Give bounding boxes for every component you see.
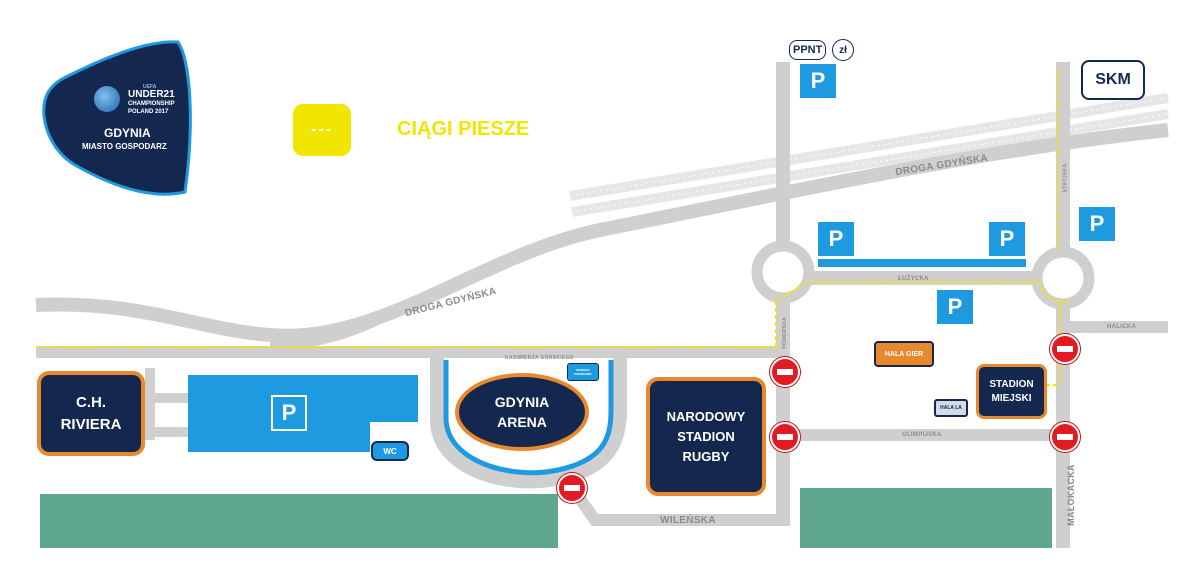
riviera-line-2: RIVIERA xyxy=(60,415,122,433)
venue-narodowy-stadion-rugby: NARODOWY STADION RUGBY xyxy=(646,377,766,496)
legend-pedestrian-label: CIĄGI PIESZE xyxy=(397,118,530,140)
venue-gdynia-arena: GDYNIA ARENA xyxy=(455,373,589,451)
logo-city: GDYNIA xyxy=(104,126,151,140)
logo-uefa-text: UEFA xyxy=(143,84,157,90)
road-label-kazimierza: KAZIMIERZA GÓRSKIEGO xyxy=(505,355,574,361)
no-entry-sign-pomorska-south xyxy=(770,422,800,452)
currency-label: zł xyxy=(839,44,847,56)
parking-sign-luzycka-left: P xyxy=(818,222,854,256)
road-label-luzycka: ŁUŻYCKA xyxy=(898,276,929,282)
parking-strip-luzycka xyxy=(818,259,1026,267)
road-label-halicka: HALICKA xyxy=(1107,324,1137,330)
road-label-olimpijska: OLIMPIJSKA xyxy=(902,432,942,438)
parking-area-main xyxy=(188,375,418,452)
rugby-line-2: STADION xyxy=(677,428,735,444)
venue-hala-gier: HALA GIER xyxy=(874,341,934,367)
hala-la-label: HALA LA xyxy=(940,405,962,411)
ppnt-sign: PPNT xyxy=(789,40,827,60)
railway-tracks xyxy=(569,93,1169,217)
riviera-line-1: C.H. xyxy=(76,393,106,411)
road-label-malokacka: MAŁOKACKA xyxy=(1065,464,1076,526)
road-label-wilenska: WILEŃSKA xyxy=(660,515,716,526)
legend-pedestrian-symbol: --- xyxy=(293,104,351,156)
legend-symbol-text: --- xyxy=(311,121,333,138)
stadion-line-1: STADION xyxy=(989,378,1034,390)
road-label-stryjska: STRYJSKA xyxy=(1062,163,1069,193)
logo-ball-icon xyxy=(94,86,120,112)
rugby-line-1: NARODOWY xyxy=(666,408,746,424)
arena-ring-road xyxy=(430,356,627,489)
skm-label: SKM xyxy=(1095,71,1131,88)
parking-sign-luzycka-right: P xyxy=(989,222,1025,256)
pedestrian-paths xyxy=(36,70,1071,386)
no-entry-sign-malokacka-north xyxy=(1050,334,1080,364)
venue-stadion-miejski: STADION MIEJSKI xyxy=(976,364,1047,419)
wc-label: WC xyxy=(383,446,397,456)
green-area xyxy=(40,494,558,548)
parking-main-label: P xyxy=(281,400,297,425)
no-entry-sign-wilenska xyxy=(557,473,587,503)
venue-hala-la: HALA LA xyxy=(934,399,968,417)
road-label-pomorska: POMORSKA xyxy=(781,317,788,349)
stadion-line-2: MIEJSKI xyxy=(991,392,1032,404)
venue-ch-riviera: C.H. RIVIERA xyxy=(37,371,145,456)
roundabouts xyxy=(751,240,1095,310)
arena-line-1: GDYNIA xyxy=(494,394,550,410)
underground-parking-label: PARKING PODZIEMNY xyxy=(574,368,592,376)
skm-sign: SKM xyxy=(1081,60,1145,100)
wc-sign: WC xyxy=(371,441,409,461)
logo-event-year: POLAND 2017 xyxy=(128,109,169,115)
tournament-logo-shape xyxy=(42,40,192,196)
logo-event-subtitle: CHAMPIONSHIP xyxy=(128,101,175,107)
ppnt-label: PPNT xyxy=(793,44,823,56)
underground-parking-sign: PARKING PODZIEMNY xyxy=(567,363,599,381)
roads xyxy=(35,62,1169,548)
currency-icon: zł xyxy=(832,39,854,61)
logo-subtitle: MIASTO GOSPODARZ xyxy=(82,142,167,151)
parking-sign-ppnt: P xyxy=(800,64,836,98)
no-entry-sign-malokacka-south xyxy=(1050,422,1080,452)
parking-sign-skm: P xyxy=(1079,207,1115,241)
parking-sign-center: P xyxy=(937,290,973,324)
parking-sign-main: P xyxy=(271,395,307,431)
no-entry-sign-pomorska-north xyxy=(770,357,800,387)
arena-line-2: ARENA xyxy=(497,414,547,430)
logo-event-title: UNDER21 xyxy=(128,89,175,100)
hala-gier-label: HALA GIER xyxy=(884,350,924,358)
rugby-line-3: RUGBY xyxy=(682,448,730,464)
